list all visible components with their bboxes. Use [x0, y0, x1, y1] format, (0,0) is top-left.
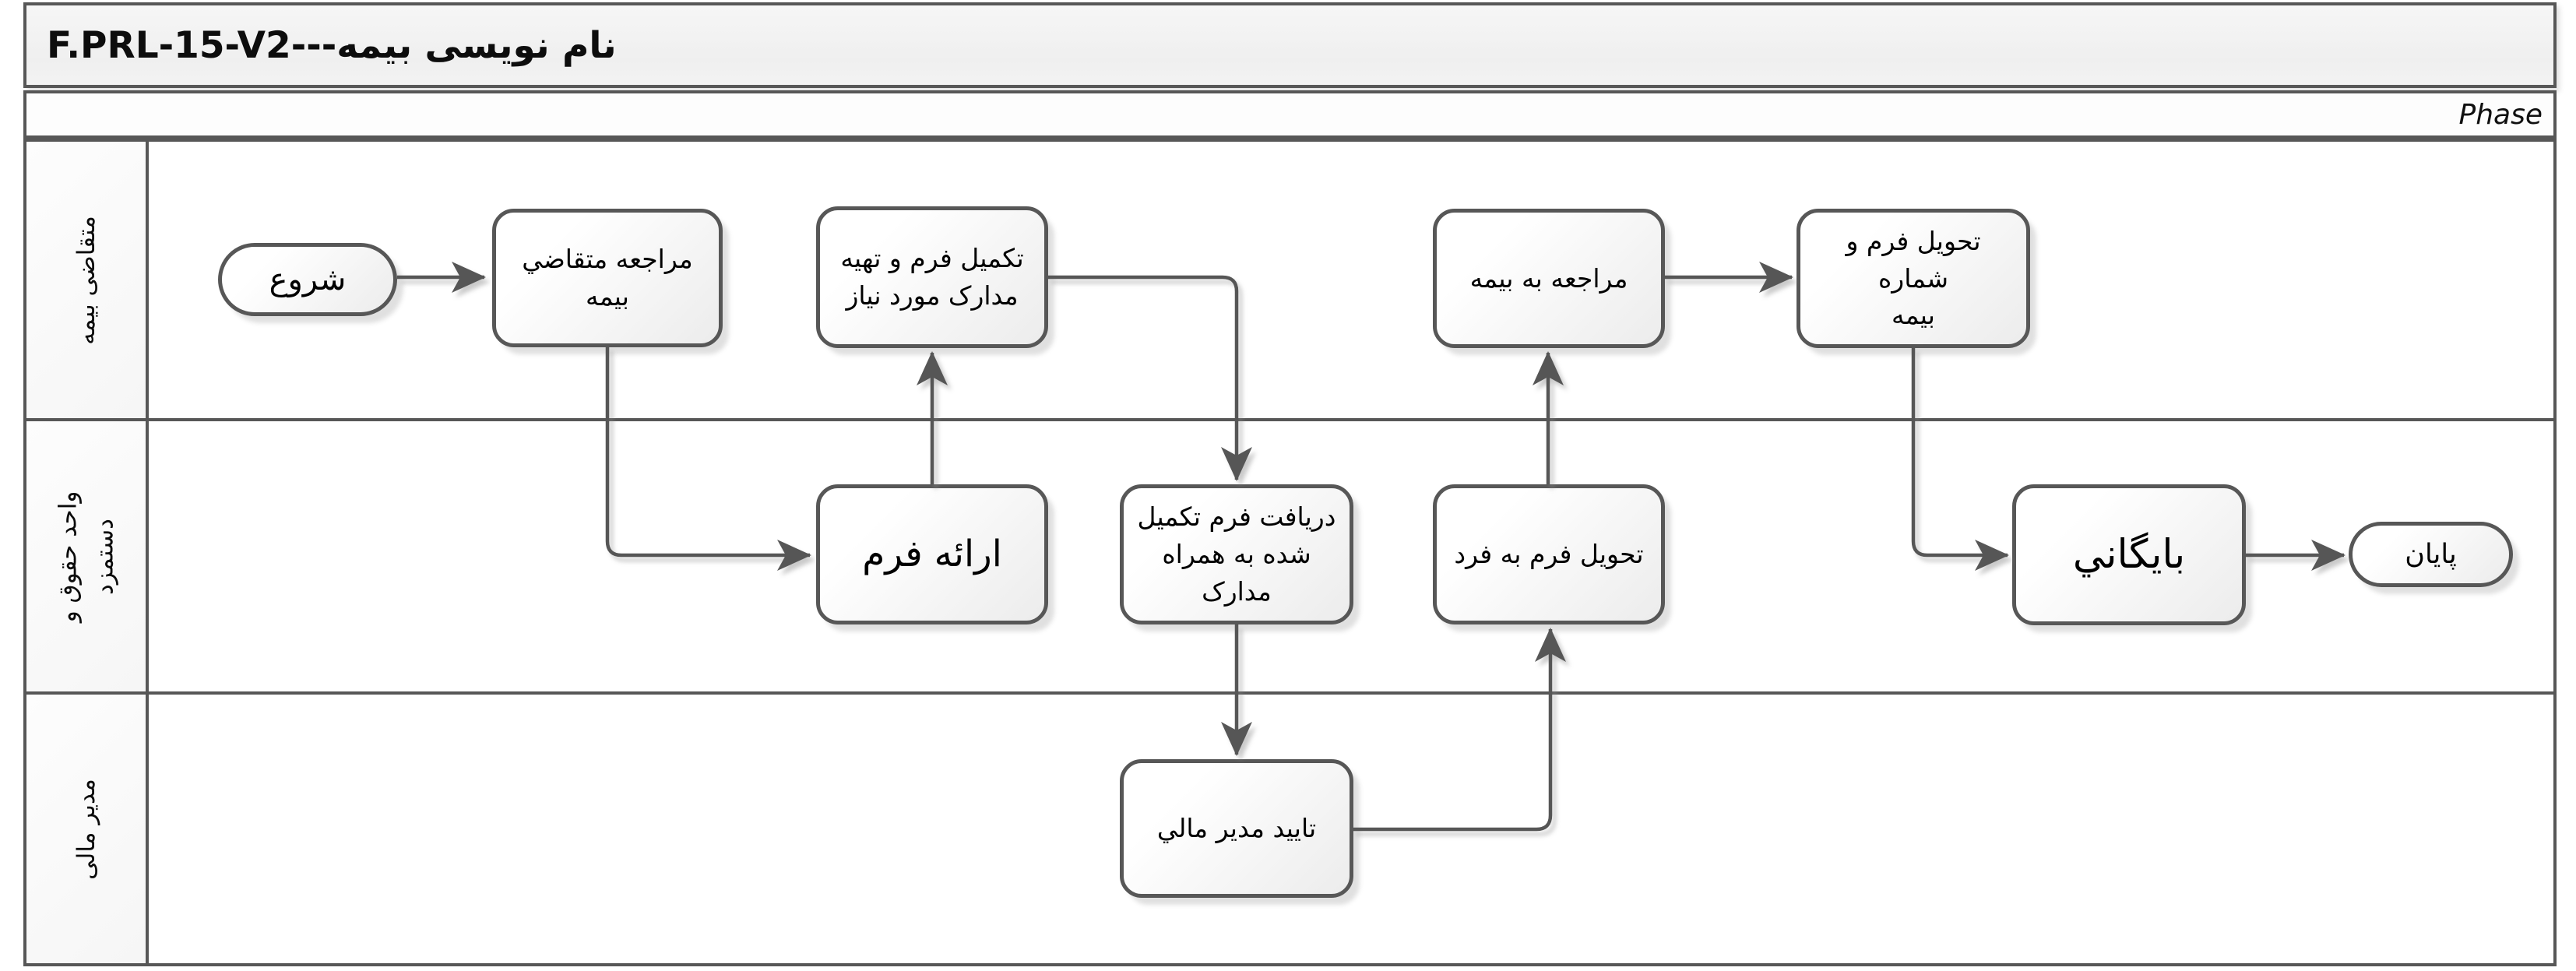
lane-label-finance-manager: مدیر مالی — [72, 778, 100, 880]
process-manager-approval-label: تایید مدیر مالي — [1156, 813, 1317, 844]
end-terminator[interactable]: پایان — [2349, 522, 2513, 587]
process-provide-form-label: ارائه فرم — [862, 532, 1002, 575]
start-label: شروع — [269, 262, 347, 297]
process-receive-form[interactable]: دریافت فرم تکمیل شده به همراه مدارک — [1120, 484, 1353, 624]
process-fill-form[interactable]: تکمیل فرم و تهیه مدارک مورد نیاز — [816, 206, 1048, 348]
process-archive-label: بایگاني — [2072, 531, 2186, 578]
lane-payroll-unit: واحد حقوق و دستمزد — [26, 418, 2553, 691]
lane-label-payroll-unit: واحد حقوق و دستمزد — [54, 491, 118, 622]
phase-band: Phase — [23, 90, 2557, 139]
process-archive[interactable]: بایگاني — [2012, 484, 2246, 625]
diagram-title-bar: F.PRL-15-V2---نام نویسی بیمه — [23, 2, 2557, 88]
process-visit-insurance-label: مراجعه به بیمه — [1469, 262, 1628, 294]
process-provide-form[interactable]: ارائه فرم — [816, 484, 1048, 624]
process-deliver-form-person-label: تحویل فرم به فرد — [1454, 539, 1644, 570]
lane-insurance-applicant: متقاضی بیمه — [26, 142, 2553, 418]
process-manager-approval[interactable]: تایید مدیر مالي — [1120, 759, 1353, 898]
process-deliver-form-number[interactable]: تحویل فرم و شماره بیمه — [1797, 209, 2030, 348]
process-applicant-visit-label: مراجعه متقاضي بيمه — [522, 244, 693, 311]
lane-finance-manager: مدیر مالی — [26, 691, 2553, 963]
process-fill-form-label: تکمیل فرم و تهیه مدارک مورد نیاز — [840, 243, 1024, 311]
process-receive-form-label: دریافت فرم تکمیل شده به همراه مدارک — [1137, 501, 1336, 607]
lane-label-cell-finance-manager: مدیر مالی — [26, 695, 149, 963]
phase-label: Phase — [2458, 98, 2543, 131]
process-deliver-form-person[interactable]: تحویل فرم به فرد — [1433, 484, 1665, 624]
end-label: پایان — [2405, 538, 2457, 570]
lane-label-insurance-applicant: متقاضی بیمه — [72, 215, 100, 345]
process-visit-insurance[interactable]: مراجعه به بیمه — [1433, 209, 1665, 348]
lane-label-cell-payroll-unit: واحد حقوق و دستمزد — [26, 421, 149, 691]
start-terminator[interactable]: شروع — [218, 243, 397, 316]
process-deliver-form-number-label: تحویل فرم و شماره بیمه — [1846, 225, 1981, 331]
diagram-title: F.PRL-15-V2---نام نویسی بیمه — [47, 23, 617, 67]
lane-label-cell-insurance-applicant: متقاضی بیمه — [26, 142, 149, 418]
process-applicant-visit[interactable]: مراجعه متقاضي بيمه — [492, 209, 723, 347]
